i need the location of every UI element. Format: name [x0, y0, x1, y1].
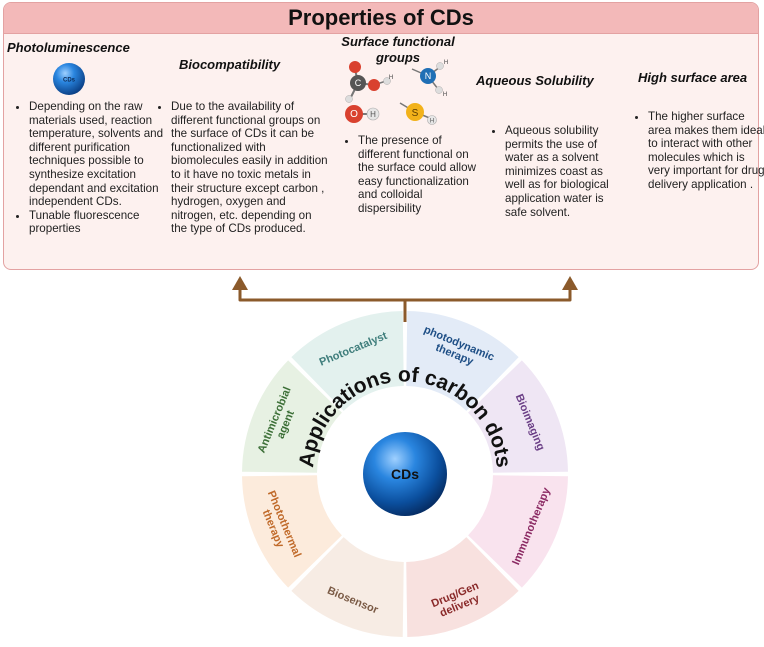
wheel-segment-2 — [468, 360, 568, 473]
col-photoluminescence: Photoluminescence CDs Depending on the r… — [4, 3, 164, 263]
cds-sphere-center — [363, 432, 447, 516]
wheel-segment-6 — [242, 475, 342, 588]
connector-arrows — [232, 276, 578, 322]
cds-center-label: CDs — [391, 466, 419, 482]
col-title-photoluminescence: Photoluminescence — [7, 40, 130, 55]
bullet-photoluminescence-1: Depending on the raw materials used, rea… — [29, 100, 174, 209]
list-biocompatibility: Due to the availability of different fun… — [157, 100, 329, 236]
amine-molecule-icon: N H H — [411, 60, 448, 98]
atom-c: C — [355, 78, 362, 88]
carboxyl-molecule-icon: C H — [345, 61, 393, 103]
atom-h-3: H — [443, 92, 447, 98]
wheel-segment-5 — [291, 537, 404, 637]
arrow-right — [405, 290, 572, 302]
arrow-left-head — [232, 276, 248, 290]
surface-title-line1: Surface functional — [341, 34, 455, 49]
col-biocompatibility: Biocompatibility Due to the availability… — [154, 3, 328, 263]
atom-h-2: H — [444, 60, 448, 66]
col-aqueous-solubility: Aqueous Solubility Aqueous solubility pe… — [470, 3, 610, 263]
wheel-segment-7 — [242, 360, 342, 473]
wheel-segment-0 — [291, 311, 404, 411]
hydroxyl-molecule-icon: O H — [345, 105, 380, 123]
col-title-surface-area: High surface area — [638, 70, 748, 85]
bullet-biocompatibility-1: Due to the availability of different fun… — [171, 100, 329, 236]
atom-h-4: H — [370, 110, 376, 119]
properties-header: Properties of CDs — [4, 3, 758, 34]
bullet-surface-area-1: The higher surface area makes them ideal… — [648, 110, 764, 192]
col-title-surface-groups: Surface functional groups — [338, 34, 458, 66]
atom-h-1: H — [389, 75, 393, 81]
col-title-aqueous-solubility: Aqueous Solubility — [476, 73, 594, 88]
col-surface-area: High surface area The higher surface are… — [616, 3, 764, 263]
wheel-segment-1 — [406, 311, 519, 411]
atom-s: S — [412, 108, 419, 119]
small-sphere-label: CDs — [63, 78, 76, 84]
col-surface-groups: Surface functional groups C H — [326, 3, 476, 263]
col-title-biocompatibility: Biocompatibility — [179, 57, 281, 72]
arrow-left — [238, 290, 407, 322]
wheel-segments — [242, 311, 568, 637]
bullet-surface-groups-1: The presence of different functional on … — [358, 134, 478, 216]
cds-sphere-small-icon: CDs — [53, 63, 85, 95]
wheel-segment-3 — [468, 475, 568, 588]
list-surface-area: The higher surface area makes them ideal… — [634, 110, 764, 192]
atom-h-5: H — [430, 119, 434, 125]
functional-group-molecules: C H N H H O — [345, 60, 448, 125]
arrow-right-head — [562, 276, 578, 290]
applications-wheel: CDs Applications of carbon dots Photocat… — [242, 311, 568, 637]
wheel-segment-4 — [406, 537, 519, 637]
surface-title-line2: groups — [375, 50, 421, 65]
atom-o: O — [350, 109, 358, 120]
properties-title: Properties of CDs — [288, 5, 474, 30]
properties-panel: Properties of CDs Photoluminescence CDs … — [3, 2, 764, 270]
list-photoluminescence: Depending on the raw materials used, rea… — [15, 100, 174, 236]
bullet-photoluminescence-2: Tunable fluorescence properties — [29, 209, 174, 236]
list-aqueous-solubility: Aqueous solubility permits the use of wa… — [491, 124, 620, 219]
atom-n: N — [425, 71, 432, 81]
bullet-aqueous-solubility-1: Aqueous solubility permits the use of wa… — [505, 124, 620, 219]
thiol-molecule-icon: S H — [399, 102, 437, 125]
list-surface-groups: The presence of different functional on … — [344, 134, 478, 216]
